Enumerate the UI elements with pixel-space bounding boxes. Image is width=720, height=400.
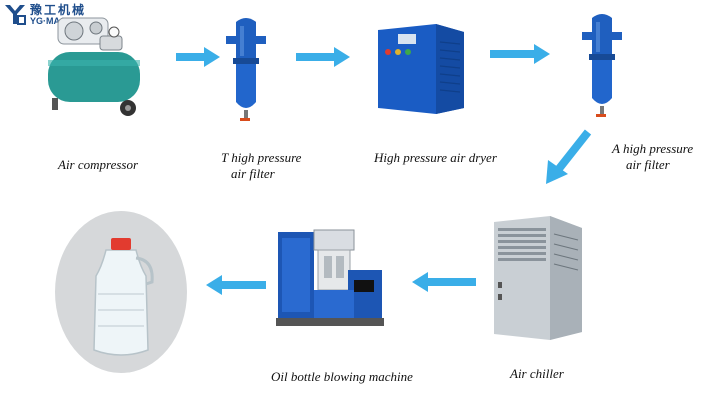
flow-arrow-left-icon (206, 275, 266, 295)
yg-logo-icon (5, 5, 26, 25)
flow-arrow-right-icon (176, 47, 220, 67)
air-filter-icon (226, 18, 266, 121)
flow-arrow-right-icon (296, 47, 350, 67)
flow-arrow-down-left-icon (546, 129, 592, 184)
step-label-air-compressor: Air compressor (58, 157, 139, 172)
step-label-blowing-machine: Oil bottle blowing machine (271, 369, 413, 384)
air-chiller-icon (494, 216, 582, 340)
flow-arrow-left-icon (412, 272, 476, 292)
flow-arrow-right-icon (490, 44, 550, 64)
step-label-air-chiller: Air chiller (510, 366, 564, 381)
step-label-a-filter: A high pressure air filter (612, 141, 694, 172)
oil-bottle-icon (55, 211, 187, 373)
air-filter-icon (582, 14, 622, 117)
step-label-t-filter: T high pressure air filter (221, 150, 302, 181)
air-compressor-icon (48, 17, 140, 116)
logo-chinese-text: 豫工机械 (30, 3, 87, 17)
blowing-machine-icon (276, 229, 384, 326)
step-label-air-dryer: High pressure air dryer (374, 150, 497, 165)
air-dryer-icon (378, 24, 464, 114)
